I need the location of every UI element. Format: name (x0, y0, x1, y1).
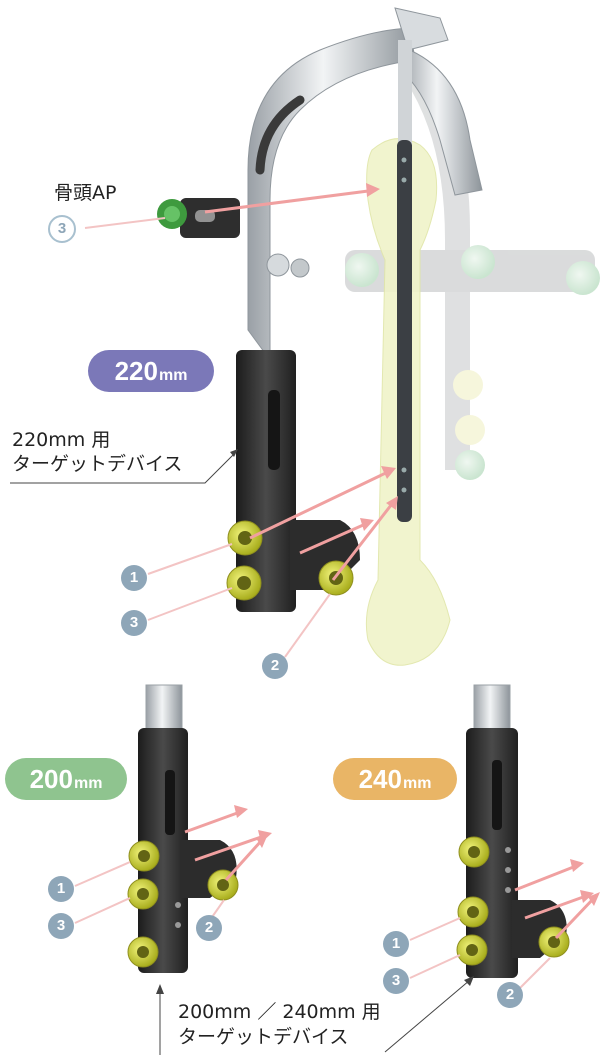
callout-top-head: 3 (48, 215, 76, 243)
intramedullary-nail (397, 140, 412, 522)
callout-right-1: 1 (383, 931, 409, 957)
callout-left-3: 3 (48, 913, 74, 939)
callout-lines-right (409, 917, 551, 989)
target-200-240-label: 200mm ／ 240mm 用 ターゲットデバイス (178, 1000, 381, 1050)
callout-top-2: 2 (262, 653, 288, 679)
target-device-240 (456, 684, 570, 978)
leader-200-240 (159, 979, 471, 1055)
arrowheads-top (360, 183, 398, 531)
head-ap-clamp (157, 198, 240, 238)
target-device-220 (226, 350, 360, 612)
femoral-head-ap-label: 骨頭AP (54, 182, 117, 204)
callout-left-1: 1 (48, 876, 74, 902)
callout-left-2: 2 (196, 915, 222, 941)
callout-right-2: 2 (497, 982, 523, 1008)
callout-top-3: 3 (121, 610, 147, 636)
badge-200mm: 200mm (5, 758, 127, 800)
target-200-240-line2: ターゲットデバイス (178, 1026, 349, 1048)
target-220-label: 220mm 用 ターゲットデバイス (12, 428, 182, 476)
arrowheads-left (234, 805, 272, 848)
leader-220 (10, 451, 237, 484)
badge-220mm: 220mm (88, 350, 214, 392)
target-220-line1: 220mm 用 (12, 429, 111, 451)
arrows-left (184, 810, 265, 882)
arrows-top (204, 188, 397, 581)
callout-right-3: 3 (383, 968, 409, 994)
aiming-arm (247, 7, 483, 362)
badge-240mm: 240mm (333, 758, 457, 800)
callout-lines-top (84, 217, 331, 658)
arrowheads-right (570, 859, 600, 906)
target-device-200 (127, 684, 239, 973)
callout-top-1: 1 (121, 565, 147, 591)
arrows-right (514, 864, 596, 940)
target-200-240-line1: 200mm ／ 240mm 用 (178, 1001, 381, 1023)
target-220-line2: ターゲットデバイス (12, 453, 183, 475)
